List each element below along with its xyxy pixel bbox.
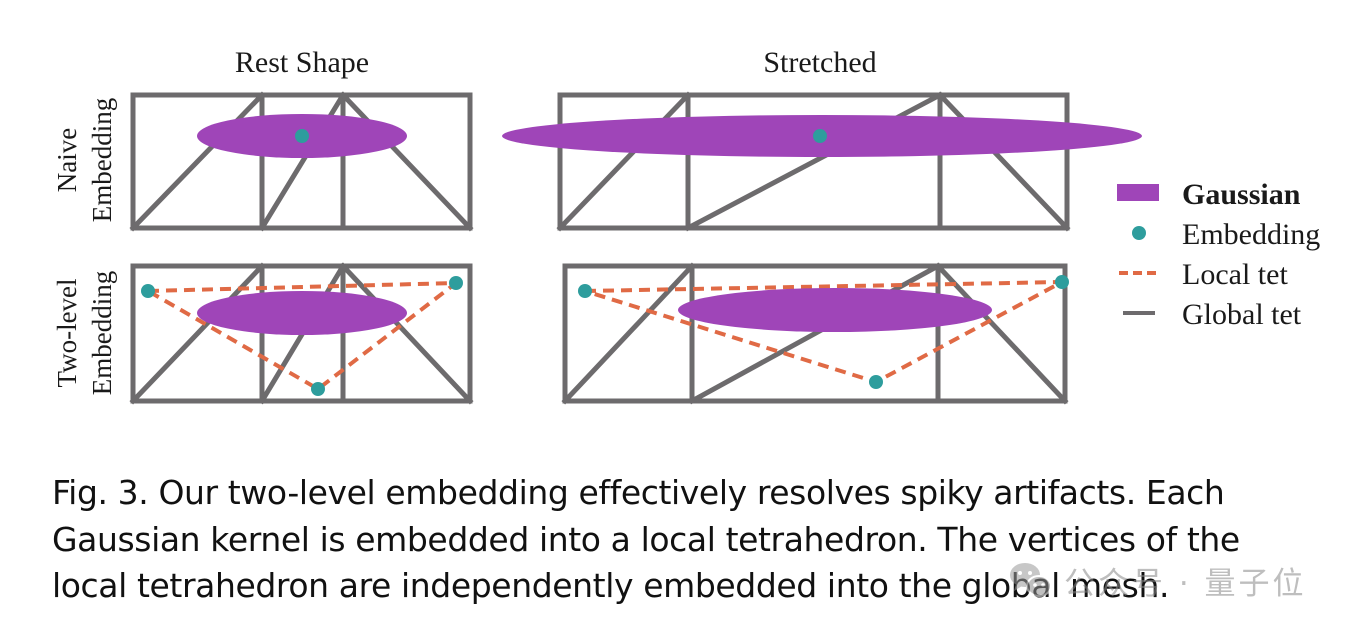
- global-tet-edge: [684, 91, 944, 232]
- embedding-point: [578, 284, 592, 298]
- global-tet-edge: [688, 262, 942, 405]
- row-label-two-level-embedding: Two-level Embedding: [52, 271, 117, 395]
- column-title-stretched: Stretched: [763, 46, 876, 79]
- panel-naive-stretched: [502, 91, 1142, 232]
- embedding-swatch-icon: [1132, 226, 1146, 240]
- caption-line: local tetrahedron are independently embe…: [52, 566, 1170, 605]
- global-tet-mesh: [129, 91, 474, 232]
- global-tet-mesh: [556, 91, 1071, 232]
- row-label-two-level-line1: Two-level: [52, 278, 82, 387]
- local-tet: [583, 280, 1064, 384]
- global-tet-mesh: [561, 262, 1069, 405]
- panel-two-level-stretched: [561, 262, 1069, 405]
- global-tet-edge: [556, 91, 692, 232]
- caption-line: Gaussian kernel is embedded into a local…: [52, 519, 1240, 559]
- global-tet-edge: [936, 91, 1071, 232]
- legend-label: Embedding: [1182, 218, 1320, 251]
- row-label-two-level-line2: Embedding: [87, 271, 117, 395]
- column-title-rest-shape: Rest Shape: [235, 46, 369, 79]
- global-tet-edge: [339, 91, 474, 232]
- row-label-naive-line2: Embedding: [87, 98, 117, 222]
- global-tet-edge: [339, 262, 474, 405]
- gaussian-swatch-icon: [1117, 184, 1159, 201]
- panels: [129, 91, 1142, 405]
- embedding-point: [449, 276, 463, 290]
- embedding-point: [141, 284, 155, 298]
- figure-diagram: Rest Shape Stretched Naive Embedding Two…: [52, 46, 1320, 405]
- embedding-point: [311, 382, 325, 396]
- embedding-point: [295, 129, 309, 143]
- legend-item-gaussian: Gaussian: [1117, 178, 1301, 211]
- gaussian-kernel: [678, 288, 992, 332]
- legend-label: Global tet: [1182, 298, 1302, 331]
- local-tet: [146, 281, 458, 391]
- embedding-point: [1055, 275, 1069, 289]
- global-tet-edge: [129, 91, 266, 232]
- legend-item-embedding: Embedding: [1132, 218, 1320, 251]
- legend-item-local-tet: Local tet: [1119, 258, 1288, 291]
- row-label-naive-line1: Naive: [52, 128, 82, 192]
- embedding-point: [869, 375, 883, 389]
- legend-label: Local tet: [1182, 258, 1288, 291]
- caption-line: Fig. 3. Our two-level embedding effectiv…: [52, 473, 1225, 512]
- global-tet-edge: [561, 262, 696, 405]
- legend-label: Gaussian: [1182, 178, 1301, 211]
- figure-caption: Fig. 3. Our two-level embedding effectiv…: [52, 470, 1352, 610]
- gaussian-kernel: [197, 291, 407, 335]
- panel-two-level-rest: [129, 262, 474, 405]
- row-label-naive-embedding: Naive Embedding: [52, 98, 117, 222]
- legend-item-global-tet: Global tet: [1123, 298, 1302, 331]
- global-tet-edge: [934, 262, 1069, 405]
- embedding-point: [813, 129, 827, 143]
- panel-naive-rest: [129, 91, 474, 232]
